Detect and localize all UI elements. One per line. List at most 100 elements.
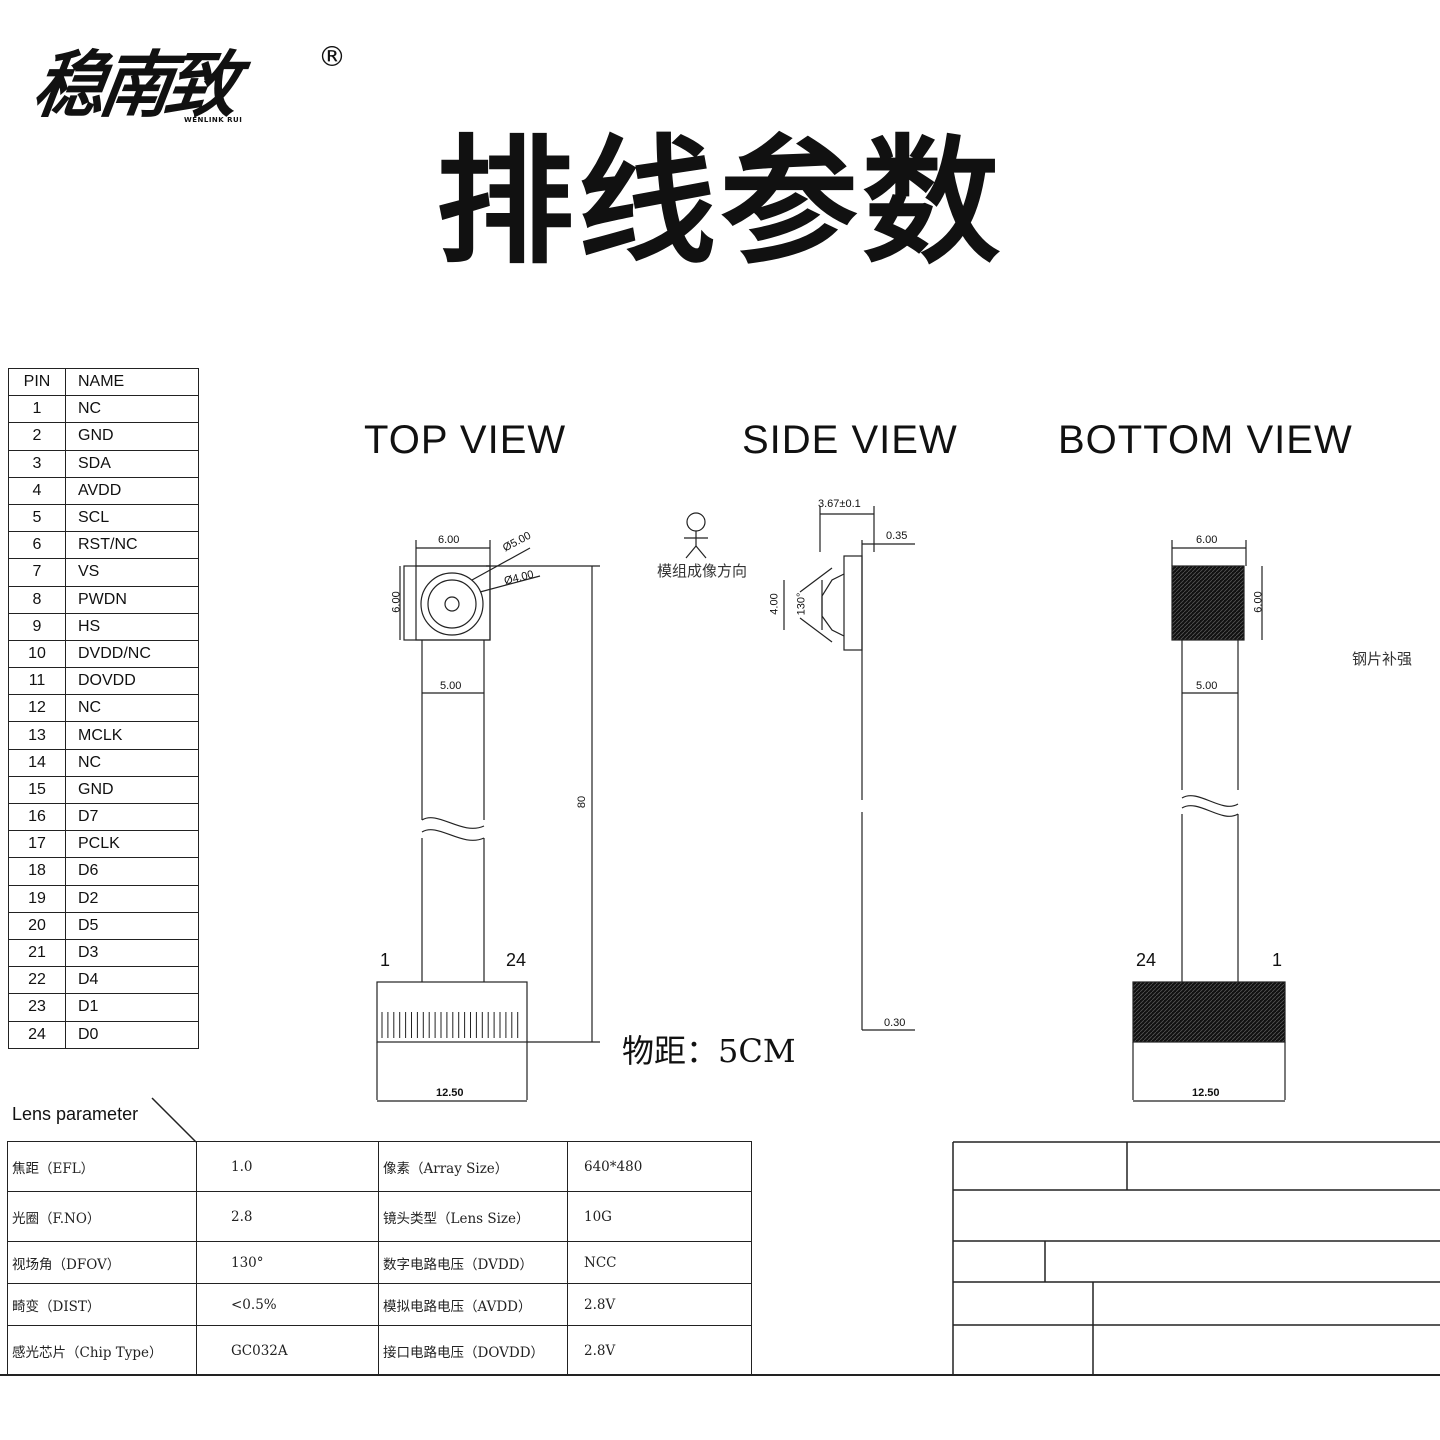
bottom-view-drawing [1132, 540, 1286, 1102]
pin-number: 13 [8, 721, 66, 750]
bottom-rule [0, 1374, 1440, 1376]
pin-number: 8 [8, 585, 66, 614]
side-top-dim: 3.67±0.1 [818, 498, 861, 510]
side-angle-dim: 130° [795, 592, 808, 616]
pin-name: D4 [65, 966, 199, 995]
pin-number: 12 [8, 694, 66, 723]
bottom-width-dim: 6.00 [1196, 534, 1218, 546]
bottom-pin-left: 24 [1136, 950, 1157, 970]
person-icon [684, 512, 708, 559]
pin-number: 4 [8, 476, 66, 505]
brand-logo: 稳南致 ® WENLINK RUI [28, 40, 354, 140]
top-height-dim: 6.00 [390, 591, 403, 613]
param-name: 视场角（DFOV） [7, 1241, 197, 1284]
blank-grid [952, 1141, 1440, 1374]
pin-name: SCL [65, 503, 199, 533]
param-value: <0.5% [196, 1283, 379, 1326]
param-name-2: 接口电路电压（DOVDD） [378, 1325, 568, 1376]
stiffener-note: 钢片补强 [1352, 650, 1413, 668]
param-value-2: 2.8V [567, 1283, 752, 1326]
top-pin-left: 1 [380, 950, 391, 970]
pin-number: 11 [8, 667, 66, 696]
pin-name: GND [65, 422, 199, 451]
lens-row: 畸变（DIST）<0.5%模拟电路电压（AVDD）2.8V [7, 1283, 752, 1326]
param-name: 焦距（EFL） [7, 1141, 197, 1192]
param-value-2: 640*480 [567, 1141, 752, 1192]
pin-number: 2 [8, 422, 66, 451]
param-value: 2.8 [196, 1191, 379, 1242]
registered-mark: ® [318, 40, 346, 73]
top-width-dim: 6.00 [438, 534, 460, 546]
top-view-title: TOP VIEW [364, 418, 567, 462]
pin-name: VS [65, 558, 199, 587]
pin-number: 20 [8, 911, 66, 940]
side-bottom-dim: 0.30 [884, 1017, 906, 1029]
pin-name: D5 [65, 911, 199, 940]
param-value-2: 10G [567, 1191, 752, 1242]
param-name-2: 模拟电路电压（AVDD） [378, 1283, 568, 1326]
object-distance: 物距：5CM [622, 1032, 796, 1070]
lens-row: 视场角（DFOV）130°数字电路电压（DVDD）NCC [7, 1241, 752, 1284]
bottom-view-title: BOTTOM VIEW [1058, 418, 1353, 462]
lens-parameter-title: Lens parameter [12, 1104, 139, 1124]
pin-name: D6 [65, 857, 199, 886]
brand-subtitle: WENLINK RUI [184, 116, 243, 124]
pin-name: PWDN [65, 585, 199, 614]
length-dim: 80 [576, 795, 589, 809]
param-value-2: NCC [567, 1241, 752, 1284]
param-value: 1.0 [196, 1141, 379, 1192]
param-name-2: 数字电路电压（DVDD） [378, 1241, 568, 1284]
param-name-2: 镜头类型（Lens Size） [378, 1191, 568, 1242]
bottom-height-dim: 6.00 [1252, 591, 1265, 613]
page-title: 排线参数 [435, 122, 1004, 283]
top-view-drawing [376, 540, 600, 1102]
bottom-connector-dim: 12.50 [1192, 1087, 1220, 1099]
bottom-pin-right: 1 [1272, 950, 1283, 970]
pin-number: 18 [8, 857, 66, 886]
param-value-2: 2.8V [567, 1325, 752, 1376]
side-view-drawing [783, 506, 915, 1031]
connector-width-dim: 12.50 [436, 1087, 464, 1099]
param-name: 感光芯片（Chip Type） [7, 1325, 197, 1376]
param-value: GC032A [196, 1325, 379, 1376]
pin-number: 1 [8, 395, 66, 424]
pin-name: GND [65, 775, 199, 805]
imaging-direction-note: 模组成像方向 [657, 562, 748, 580]
side-lens-dim: 4.00 [768, 593, 781, 615]
pin-name: MCLK [65, 721, 199, 750]
pin-name: AVDD [65, 476, 199, 505]
pin-name: HS [65, 612, 199, 641]
param-name: 畸变（DIST） [7, 1283, 197, 1326]
name-header: NAME [65, 367, 199, 397]
bottom-ribbon-dim: 5.00 [1196, 680, 1218, 692]
pin-number: 24 [8, 1020, 66, 1049]
pin-number: 22 [8, 966, 66, 995]
pin-header: PIN [8, 367, 66, 397]
side-view-title: SIDE VIEW [742, 418, 958, 462]
pin-name: D7 [65, 802, 199, 832]
pin-name: DOVDD [65, 667, 199, 696]
pin-number: 3 [8, 449, 66, 478]
pin-number: 5 [8, 503, 66, 533]
top-pin-right: 24 [506, 950, 527, 970]
param-name: 光圈（F.NO） [7, 1191, 197, 1242]
